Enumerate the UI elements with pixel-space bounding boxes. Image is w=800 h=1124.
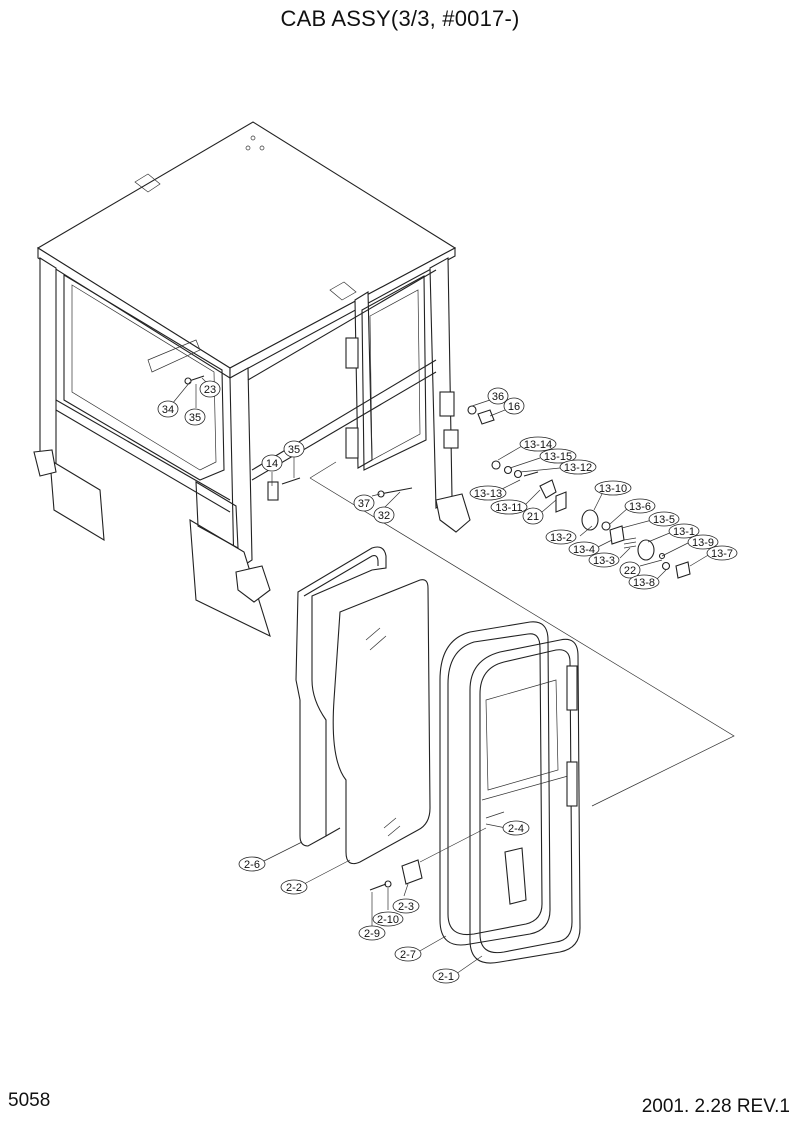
callout-13-9: 13-9 [692, 537, 714, 549]
callout-34: 34 [162, 404, 174, 416]
callout-2-9: 2-9 [364, 928, 380, 940]
callout-13-7: 13-7 [711, 548, 733, 560]
small-parts [184, 375, 691, 891]
callout-13-5: 13-5 [653, 514, 675, 526]
callout-13-4: 13-4 [573, 544, 595, 556]
callout-2-10: 2-10 [377, 914, 399, 926]
callout-16: 16 [508, 401, 520, 413]
callout-13-15: 13-15 [544, 451, 572, 463]
callout-37: 37 [358, 498, 370, 510]
callout-labels: 23 34 35 14 35 36 16 37 32 13-14 13-15 1… [157, 380, 738, 984]
page-title: CAB ASSY(3/3, #0017-) [280, 6, 520, 31]
door-seal [295, 546, 387, 847]
callout-2-3: 2-3 [398, 901, 414, 913]
callout-2-2: 2-2 [286, 882, 302, 894]
leader-lines [171, 377, 711, 975]
callout-23: 23 [204, 384, 216, 396]
door-glass [332, 579, 431, 865]
callout-13-13: 13-13 [474, 488, 502, 500]
callout-36: 36 [492, 391, 504, 403]
callout-13-2: 13-2 [550, 532, 572, 544]
callout-2-4: 2-4 [508, 823, 524, 835]
door-frame [439, 621, 581, 964]
callout-21: 21 [527, 511, 539, 523]
callout-13-12: 13-12 [564, 462, 592, 474]
revision-date: 2001. 2.28 REV.1 [641, 1096, 790, 1117]
callout-2-7: 2-7 [400, 949, 416, 961]
callout-13-10: 13-10 [599, 483, 627, 495]
callout-13-6: 13-6 [629, 501, 651, 513]
callout-35-right: 35 [288, 444, 300, 456]
callout-2-1: 2-1 [438, 971, 454, 983]
assembly-guide-lines [309, 461, 735, 863]
callout-13-3: 13-3 [593, 555, 615, 567]
callout-32: 32 [378, 510, 390, 522]
callout-13-11: 13-11 [495, 502, 522, 514]
callout-35-left: 35 [189, 412, 201, 424]
callout-14: 14 [266, 458, 278, 470]
cab-frame [33, 121, 471, 638]
callout-13-1: 13-1 [673, 526, 695, 538]
callout-22: 22 [624, 565, 636, 577]
callout-13-8: 13-8 [633, 577, 655, 589]
page-number: 5058 [8, 1090, 51, 1111]
callout-13-14: 13-14 [524, 439, 552, 451]
callout-2-6: 2-6 [244, 859, 260, 871]
